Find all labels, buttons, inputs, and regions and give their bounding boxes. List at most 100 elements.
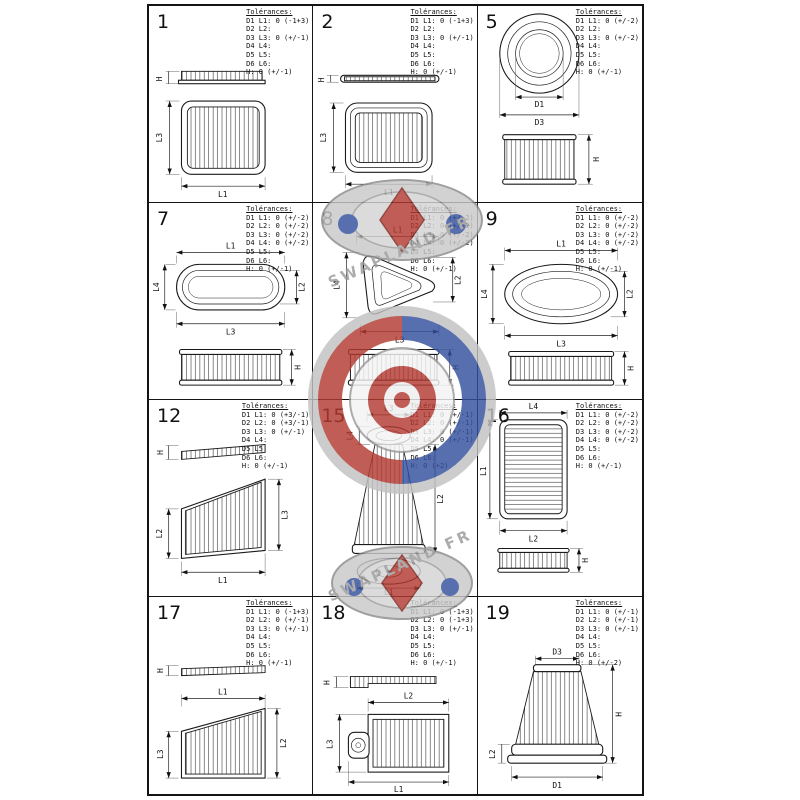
tolerance-line: D2 L2: 0 (-1+3) bbox=[410, 616, 474, 625]
tolerance-lines: D1 L1: 0 (+/-2)D2 L2: 0 (+/-2)D3 L3: 0 (… bbox=[576, 214, 639, 274]
tolerance-line: D5 L5: bbox=[575, 247, 602, 256]
tolerance-line: D4 L4: bbox=[410, 633, 436, 642]
tolerance-block: Tolérances: D1 L1: 0 (+/-1)D2 L2: 0 (+/-… bbox=[576, 599, 639, 668]
catalog-cell-15: 15 Tolérances: D1 L1: 0 (+/-1)D2 L2: 0 (… bbox=[313, 400, 478, 597]
tolerance-line: H: 0 (+/-1) bbox=[246, 68, 293, 77]
tolerance-line: H: 0 (+/-1) bbox=[410, 659, 457, 668]
tolerance-lines: D1 L1: 0 (+/-1)D2 L2: 0 (+/-1)D3 L3: 0 (… bbox=[576, 608, 639, 668]
dim-label: H bbox=[452, 365, 461, 370]
tolerance-block: Tolérances: D1 L1: 0 (+/-2)D2 L2: 0 (+/-… bbox=[410, 205, 473, 274]
tolerance-line: D2 L2: 0 (+/-1) bbox=[246, 616, 310, 625]
dim-label: L2 bbox=[297, 282, 306, 292]
dim-label: H bbox=[156, 668, 165, 673]
cell-number: 19 bbox=[485, 602, 510, 624]
catalog-cell-18: 18 Tolérances: D1 L1: 0 (-1+3)D2 L2: 0 (… bbox=[313, 597, 478, 794]
dim-label: H bbox=[591, 157, 600, 162]
tolerance-title: Tolérances: bbox=[575, 8, 623, 16]
tolerance-line: H: 0 (+/-1) bbox=[246, 265, 293, 274]
dim-label: L4 bbox=[528, 402, 538, 411]
tolerance-line: D4 L4: 0 (+/-2) bbox=[575, 239, 639, 248]
dim-label: L3 bbox=[326, 739, 335, 749]
dim-label: L1 bbox=[384, 188, 394, 197]
tolerance-line: D1 L1: 0 (+/-2) bbox=[575, 410, 639, 419]
tolerance-line: D6 L6: bbox=[241, 453, 268, 462]
tolerance-lines: D1 L1: 0 (+/-2)D2 L2: 0 (+/-2)D3 L3: 0 (… bbox=[410, 214, 473, 274]
drawing-cone-air-filter: D3 H D1 L2 bbox=[488, 648, 624, 790]
tolerance-block: Tolérances: D1 L1: 0 (-1+3)D2 L2: 0 (+/-… bbox=[246, 599, 309, 668]
dim-label: L1 bbox=[384, 588, 394, 596]
tolerance-line: D6 L6: bbox=[575, 256, 602, 265]
tolerance-line: D2 L2: 0 (+3/-1) bbox=[241, 419, 310, 428]
catalog-cell-12: 12 Tolérances: D1 L1: 0 (+3/-1)D2 L2: 0 … bbox=[149, 400, 314, 597]
tolerance-line: D5 L5: bbox=[575, 444, 602, 453]
tolerance-line: D6 L6: bbox=[575, 453, 602, 462]
tolerance-line: H: 0 (+/-1) bbox=[575, 462, 623, 471]
tolerance-line: H: 0 (+/-1) bbox=[241, 462, 289, 471]
dim-label: L3 bbox=[384, 404, 394, 413]
dim-label: L2 bbox=[279, 738, 288, 748]
drawing-rect-panel-filter: L4 L1 L2 H bbox=[479, 402, 590, 573]
dim-label: L1 bbox=[393, 226, 403, 235]
dim-label: L4 bbox=[346, 431, 355, 441]
tolerance-line: H: 0 (+/-1) bbox=[410, 68, 457, 77]
tolerance-line: D4 L4: 0 (+/-1) bbox=[410, 436, 474, 445]
tolerance-line: D2 L2: 0 (+/-1) bbox=[575, 616, 639, 625]
tolerance-line: D5 L5: bbox=[246, 247, 272, 256]
tolerance-block: Tolérances: D1 L1: 0 (+/-1)D2 L2: 0 (+/-… bbox=[410, 402, 473, 471]
cell-number: 8 bbox=[321, 208, 334, 230]
tolerance-title: Tolérances: bbox=[246, 599, 293, 607]
dim-label: H bbox=[155, 76, 164, 81]
drawing-panel-filter: H L3 L1 bbox=[155, 70, 266, 199]
tolerance-line: D4 L4: bbox=[246, 42, 272, 51]
cell-number: 15 bbox=[321, 405, 346, 427]
tolerance-line: H: 0 (+/-1) bbox=[246, 659, 293, 668]
tolerance-title: Tolérances: bbox=[410, 599, 457, 607]
dim-label: H bbox=[317, 77, 326, 82]
dim-label: H bbox=[294, 365, 303, 370]
tolerance-lines: D1 L1: 0 (+/-2)D2 L2: 0 (+/-2)D3 L3: 0 (… bbox=[576, 411, 639, 471]
tolerance-title: Tolérances: bbox=[246, 8, 293, 16]
dim-label: H bbox=[323, 680, 332, 685]
tolerance-block: Tolérances: D1 L1: 0 (+/-2)D2 L2: 0 (+/-… bbox=[576, 205, 639, 274]
dim-label: L2 bbox=[155, 529, 164, 539]
dim-label: L3 bbox=[156, 749, 165, 759]
tolerance-line: D5 L5: bbox=[410, 50, 436, 59]
tolerance-line: D3 L3: 0 (+/-2) bbox=[575, 427, 639, 436]
dim-label: H bbox=[626, 366, 635, 371]
drawing-trapezoid-filter: H L2 L1 L3 bbox=[155, 444, 290, 585]
drawing-ellipse-filter: L1 L4 L2 L3 H bbox=[480, 240, 635, 386]
tolerance-line: D3 L3: 0 (+/-1) bbox=[246, 33, 310, 42]
tolerance-line: D3 L3: 0 (+/-1) bbox=[246, 624, 310, 633]
tolerance-line: D3 L3: 0 (+/-1) bbox=[575, 624, 639, 633]
dim-label: L1 bbox=[218, 687, 228, 696]
tolerance-line: D5 L5: bbox=[241, 444, 268, 453]
cell-number: 17 bbox=[157, 602, 182, 624]
tolerance-block: Tolérances: D1 L1: 0 (-1+3)D2 L2:D3 L3: … bbox=[246, 8, 309, 77]
tolerance-line: D1 L1: 0 (+3/-1) bbox=[241, 410, 310, 419]
dim-label: L2 bbox=[454, 275, 463, 285]
tolerance-lines: D1 L1: 0 (+/-2)D2 L2:D3 L3: 0 (+/-2)D4 L… bbox=[576, 17, 639, 77]
dim-label: L1 bbox=[394, 785, 404, 794]
dim-label: D1 bbox=[552, 781, 562, 790]
tolerance-line: D2 L2: bbox=[246, 25, 272, 34]
tolerance-line: D3 L3: 0 (+/-2) bbox=[410, 230, 474, 239]
tolerance-block: Tolérances: D1 L1: 0 (+/-2)D2 L2: 0 (+/-… bbox=[246, 205, 309, 274]
tolerance-lines: D1 L1: 0 (-1+3)D2 L2:D3 L3: 0 (+/-1)D4 L… bbox=[246, 17, 309, 77]
dim-label: L4 bbox=[480, 289, 489, 299]
dim-label: L3 bbox=[556, 340, 566, 349]
dim-label: D3 bbox=[534, 118, 544, 127]
tolerance-block: Tolérances: D1 L1: 0 (+/-2)D2 L2: 0 (+/-… bbox=[576, 402, 639, 471]
tolerance-line: D1 L1: 0 (+/-2) bbox=[246, 213, 310, 222]
cell-number: 9 bbox=[485, 208, 498, 230]
tolerance-line: D2 L2: 0 (+/-2) bbox=[575, 419, 639, 428]
tolerance-line: D2 L2: 0 (+/-2) bbox=[246, 222, 310, 231]
tolerance-line: D6 L6: bbox=[246, 650, 272, 659]
tolerance-block: Tolérances: D1 L1: 0 (+3/-1)D2 L2: 0 (+3… bbox=[242, 402, 309, 471]
catalog-cell-1: 1 Tolérances: D1 L1: 0 (-1+3)D2 L2:D3 L3… bbox=[149, 6, 314, 203]
tolerance-line: D5 L5: bbox=[575, 641, 602, 650]
tolerance-line: D3 L3: 0 (+/-2) bbox=[575, 33, 639, 42]
tolerance-lines: D1 L1: 0 (-1+3)D2 L2:D3 L3: 0 (+/-1)D4 L… bbox=[410, 17, 473, 77]
tolerance-line: D2 L2: bbox=[575, 25, 602, 34]
tolerance-line: D3 L3: 0 (+/-2) bbox=[246, 230, 310, 239]
